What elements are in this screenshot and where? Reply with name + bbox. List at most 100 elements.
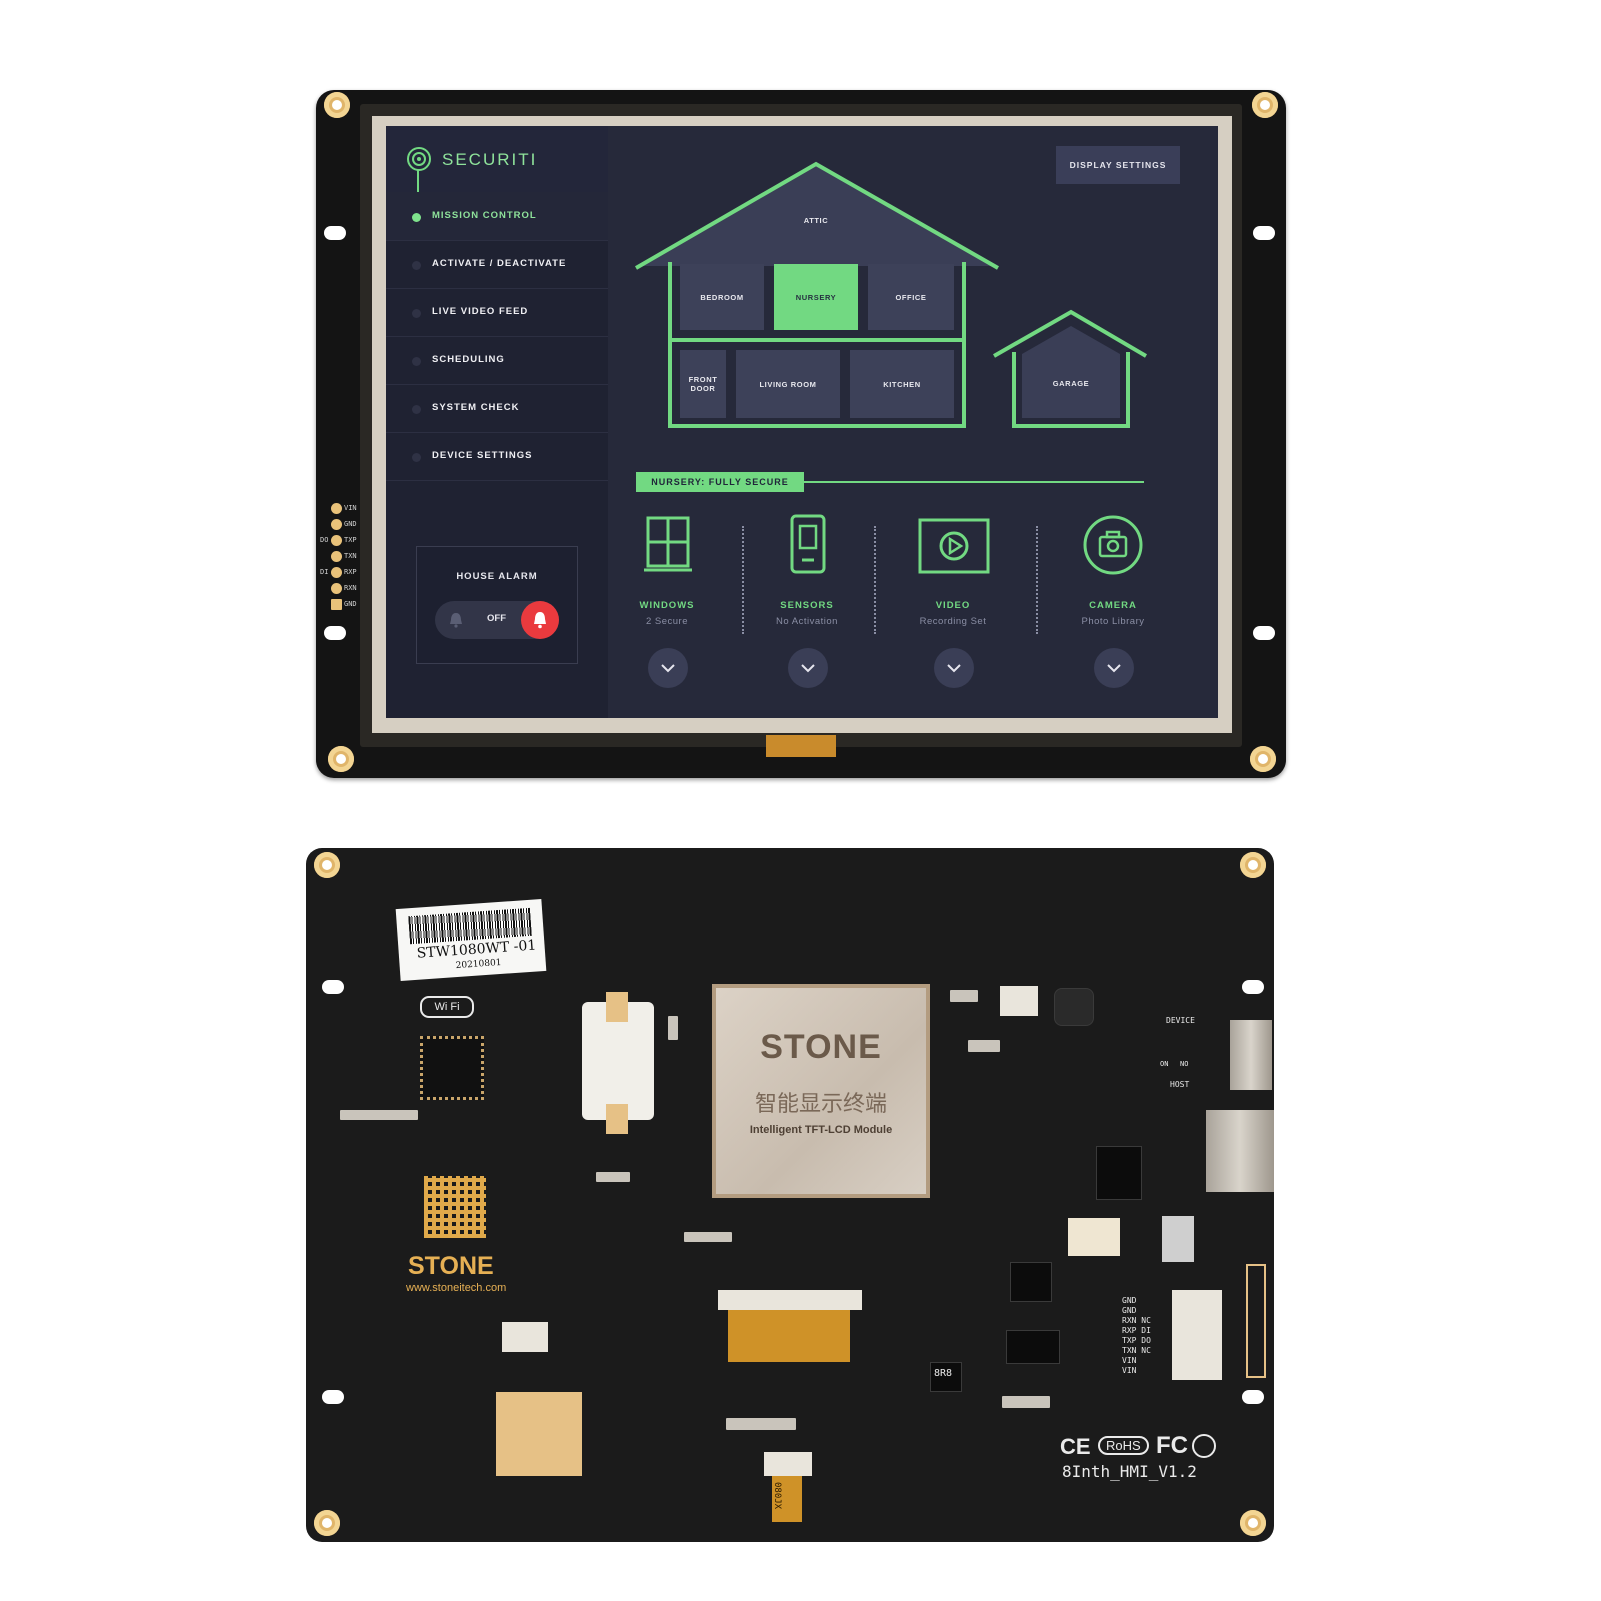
nav-item-device-settings[interactable]: DEVICE SETTINGS (386, 432, 608, 481)
pin-label: TXP (344, 536, 357, 544)
mount-hole (1240, 1510, 1266, 1536)
room-office[interactable]: OFFICE (868, 264, 954, 330)
flex-label: 080JX (772, 1482, 782, 1510)
crystal (1068, 1218, 1120, 1256)
expand-windows-button[interactable] (648, 648, 688, 688)
power-inductor (930, 1362, 962, 1392)
nav-label: ACTIVATE / DEACTIVATE (432, 258, 567, 269)
nav-item-mission-control[interactable]: MISSION CONTROL (386, 192, 608, 241)
qr-code (424, 1176, 486, 1238)
pin-label: RXP (344, 568, 357, 576)
room-kitchen[interactable]: KITCHEN (850, 350, 954, 418)
feature-windows[interactable]: WINDOWS 2 Secure (602, 512, 732, 642)
rs-pin-label: TXP DO (1122, 1336, 1151, 1345)
nav-dot (412, 261, 421, 270)
driver-chip (1006, 1330, 1060, 1364)
room-living-room[interactable]: LIVING ROOM (736, 350, 840, 418)
bell-off-icon (450, 613, 462, 628)
camera-icon (1083, 515, 1143, 575)
mount-slot (1253, 626, 1275, 640)
pb-free-icon (1192, 1434, 1216, 1458)
chevron-down-icon (947, 664, 961, 673)
status-line (804, 481, 1144, 483)
mount-hole (324, 92, 350, 118)
alarm-toggle-knob[interactable] (521, 601, 559, 639)
sd-card-slot[interactable] (1206, 1110, 1274, 1192)
rs232-connector[interactable] (1172, 1290, 1222, 1380)
lcd-fpc-connector (718, 1290, 862, 1310)
feature-sensors[interactable]: SENSORS No Activation (742, 512, 872, 642)
pin-txn (331, 551, 342, 562)
room-label: FRONT (688, 375, 718, 384)
nav-label: LIVE VIDEO FEED (432, 306, 529, 317)
regulator-chip (1010, 1262, 1052, 1302)
signal-logo-icon (407, 147, 431, 171)
room-attic[interactable]: ATTIC (803, 215, 829, 225)
nav-label: SCHEDULING (432, 354, 505, 365)
expand-camera-button[interactable] (1094, 648, 1134, 688)
smd-button (668, 1016, 678, 1040)
mount-slot (1242, 980, 1264, 994)
house-walls (668, 262, 966, 428)
smd-component (596, 1172, 630, 1182)
smd-component (968, 1040, 1000, 1052)
serial-sticker: STW1080WT -01 20210801 (395, 898, 547, 982)
board-version: 8Inth_HMI_V1.2 (1062, 1462, 1197, 1481)
feature-subtitle: 2 Secure (645, 616, 689, 627)
feature-video[interactable]: VIDEO Recording Set (888, 512, 1018, 642)
status-badge: NURSERY: FULLY SECURE (636, 472, 804, 492)
pin-label: TXN (344, 552, 357, 560)
mount-slot (324, 626, 346, 640)
mount-hole (328, 746, 354, 772)
pin-label: RXN (344, 584, 357, 592)
nav-dot (412, 213, 421, 222)
pin-side-label: DO (320, 536, 329, 544)
pin-rxp (331, 567, 342, 578)
mount-slot (1253, 226, 1275, 240)
nav-dot (412, 405, 421, 414)
expand-video-button[interactable] (934, 648, 974, 688)
sticker-date: 20210801 (455, 957, 502, 972)
pin-label: GND (344, 600, 357, 608)
ethernet-transformer (1096, 1146, 1142, 1200)
house-floorplan (634, 161, 1148, 428)
nav-label: DEVICE SETTINGS (432, 450, 533, 461)
bell-icon (534, 612, 546, 629)
phone-sensor-icon (790, 514, 826, 574)
room-garage[interactable]: GARAGE (1052, 378, 1090, 388)
rs-pin-label: GND (1122, 1306, 1137, 1315)
nav-item-activate-deactivate[interactable]: ACTIVATE / DEACTIVATE (386, 240, 608, 289)
room-front-door[interactable]: FRONT DOOR (680, 350, 726, 418)
room-bedroom[interactable]: BEDROOM (680, 264, 764, 330)
smd-component (1002, 1396, 1050, 1408)
rs-pin-label: VIN (1122, 1356, 1137, 1365)
nav-item-live-video-feed[interactable]: LIVE VIDEO FEED (386, 288, 608, 337)
battery-contact (606, 992, 628, 1022)
room-nursery[interactable]: NURSERY (774, 264, 858, 330)
feature-subtitle: Recording Set (919, 616, 987, 627)
attic-roof-fill (638, 164, 996, 266)
alarm-toggle[interactable]: OFF (435, 601, 559, 639)
smd-resistor-array (684, 1232, 732, 1242)
mount-hole (314, 852, 340, 878)
power-connector (1000, 986, 1038, 1016)
nav-label: SYSTEM CHECK (432, 402, 520, 413)
brand-silkscreen: STONE (408, 1252, 494, 1280)
expand-sensors-button[interactable] (788, 648, 828, 688)
pin-vin (331, 503, 342, 514)
battery-contact (606, 1104, 628, 1134)
chip-brand: STONE (760, 1028, 882, 1066)
room-label: DOOR (690, 384, 716, 393)
rs-pin-label: TXN NC (1122, 1346, 1151, 1355)
display-settings-button[interactable]: DISPLAY SETTINGS (1056, 146, 1180, 184)
nav-item-scheduling[interactable]: SCHEDULING (386, 336, 608, 385)
mount-slot (322, 1390, 344, 1404)
pin-header-back (1246, 1264, 1266, 1378)
nav-item-system-check[interactable]: SYSTEM CHECK (386, 384, 608, 433)
feature-title: CAMERA (1089, 600, 1137, 611)
feature-camera[interactable]: CAMERA Photo Library (1048, 512, 1178, 642)
usb-port[interactable] (1230, 1020, 1272, 1090)
house-alarm-panel: HOUSE ALARM OFF (416, 546, 578, 664)
rs-pin-label: RXN NC (1122, 1316, 1151, 1325)
ce-mark: CE (1060, 1434, 1091, 1459)
